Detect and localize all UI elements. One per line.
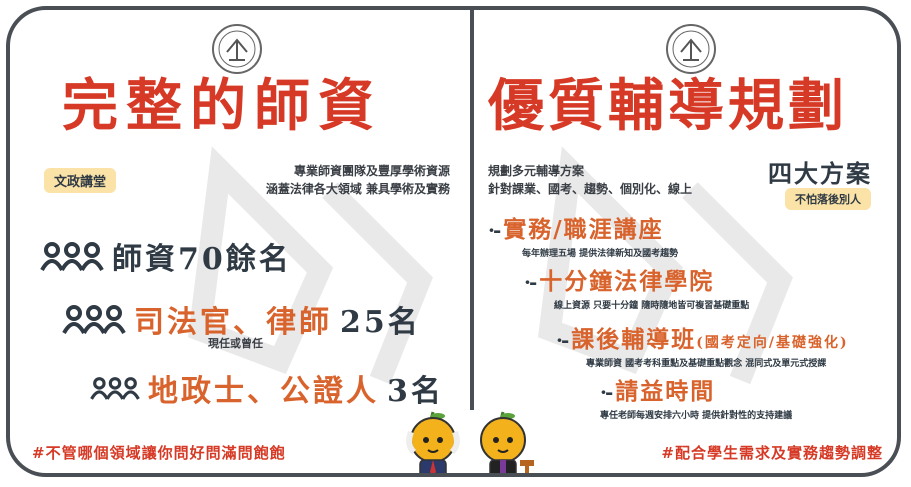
- plan-title: 課後輔導班: [571, 326, 697, 353]
- stat-judges-lawyers: 司法官、律師 25名: [62, 297, 421, 341]
- university-seal-icon: [212, 24, 262, 74]
- center-divider: [470, 10, 474, 410]
- plan-desc: 專業師資 國考考科重點及基礎重點觀念 混同式及單元式授課: [586, 359, 827, 369]
- faculty-title: 完整的師資: [62, 73, 382, 139]
- stat-count: 25名: [340, 305, 421, 340]
- faculty-desc-line: 涵蓋法律各大領域 兼具學術及實務: [265, 182, 450, 196]
- faculty-tag: 文政講堂: [44, 168, 117, 193]
- plans-tag: 不怕落後別人: [785, 188, 871, 210]
- book-watermark-icon: [538, 146, 793, 385]
- people-group-icon: [40, 242, 104, 271]
- plan-title: 實務/職涯講座: [503, 216, 664, 243]
- guidance-desc-line: 針對課業、國考、趨勢、個別化、線上: [488, 182, 693, 196]
- guidance-desc-line: 規劃多元輔導方案: [488, 164, 585, 178]
- plan-desc: 線上資源 只要十分鐘 隨時隨地皆可複習基礎重點: [554, 301, 750, 311]
- stat-note: 現任或曾任: [208, 337, 263, 350]
- plan-item: ·-請益時間 專任老師每週安排六小時 提供針對性的支持建議: [600, 372, 792, 421]
- stat-label: 司法官、律師: [134, 305, 332, 340]
- bullet-icon: ·-: [556, 328, 569, 352]
- bullet-icon: ·-: [600, 380, 613, 404]
- plan-item: ·-實務/職涯講座 每年辦理五場 提供法律新知及國考趨勢: [488, 210, 678, 259]
- plan-desc: 專任老師每週安排六小時 提供針對性的支持建議: [600, 411, 793, 421]
- plans-title: 四大方案: [768, 159, 872, 188]
- stat-faculty-count: 師資70餘名: [40, 234, 292, 278]
- content-frame: 完整的師資 文政講堂 專業師資團隊及豐厚學術資源 涵蓋法律各大領域 兼具學術及實…: [6, 6, 901, 477]
- people-group-icon: [62, 305, 126, 334]
- guidance-title: 優質輔導規劃: [488, 73, 848, 139]
- plan-title: 十分鐘法律學院: [539, 268, 715, 295]
- plan-item: ·-十分鐘法律學院 線上資源 只要十分鐘 隨時隨地皆可複習基礎重點: [524, 262, 749, 311]
- book-watermark-icon: [188, 146, 433, 385]
- faculty-description: 專業師資團隊及豐厚學術資源 涵蓋法律各大領域 兼具學術及實務: [210, 162, 450, 198]
- stat-count: 3名: [387, 374, 444, 409]
- stat-land-notary: 地政士、公證人 3名: [90, 366, 444, 410]
- orange-mascot-lawyer-icon: [406, 411, 460, 473]
- plan-title-suffix: (國考定向/基礎強化): [696, 335, 849, 351]
- guidance-description: 規劃多元輔導方案 針對課業、國考、趨勢、個別化、線上: [488, 162, 692, 198]
- left-hashtag: #不管哪個領域讓你問好問滿問飽飽: [32, 444, 286, 462]
- plan-title: 請益時間: [615, 378, 716, 405]
- plan-item: ·-課後輔導班(國考定向/基礎強化) 專業師資 國考考科重點及基礎重點觀念 混同…: [556, 320, 849, 369]
- plan-desc: 每年辦理五場 提供法律新知及國考趨勢: [522, 249, 679, 259]
- bullet-icon: ·-: [488, 218, 501, 242]
- people-group-icon: [90, 377, 140, 400]
- faculty-desc-line: 專業師資團隊及豐厚學術資源: [293, 164, 450, 178]
- stat-label: 地政士、公證人: [148, 374, 379, 409]
- orange-mascot-judge-icon: [480, 411, 534, 473]
- bullet-icon: ·-: [524, 270, 537, 294]
- university-seal-icon: [666, 24, 716, 74]
- right-hashtag: #配合學生需求及實務趨勢調整: [661, 444, 883, 462]
- stat-label: 師資70餘名: [112, 242, 292, 277]
